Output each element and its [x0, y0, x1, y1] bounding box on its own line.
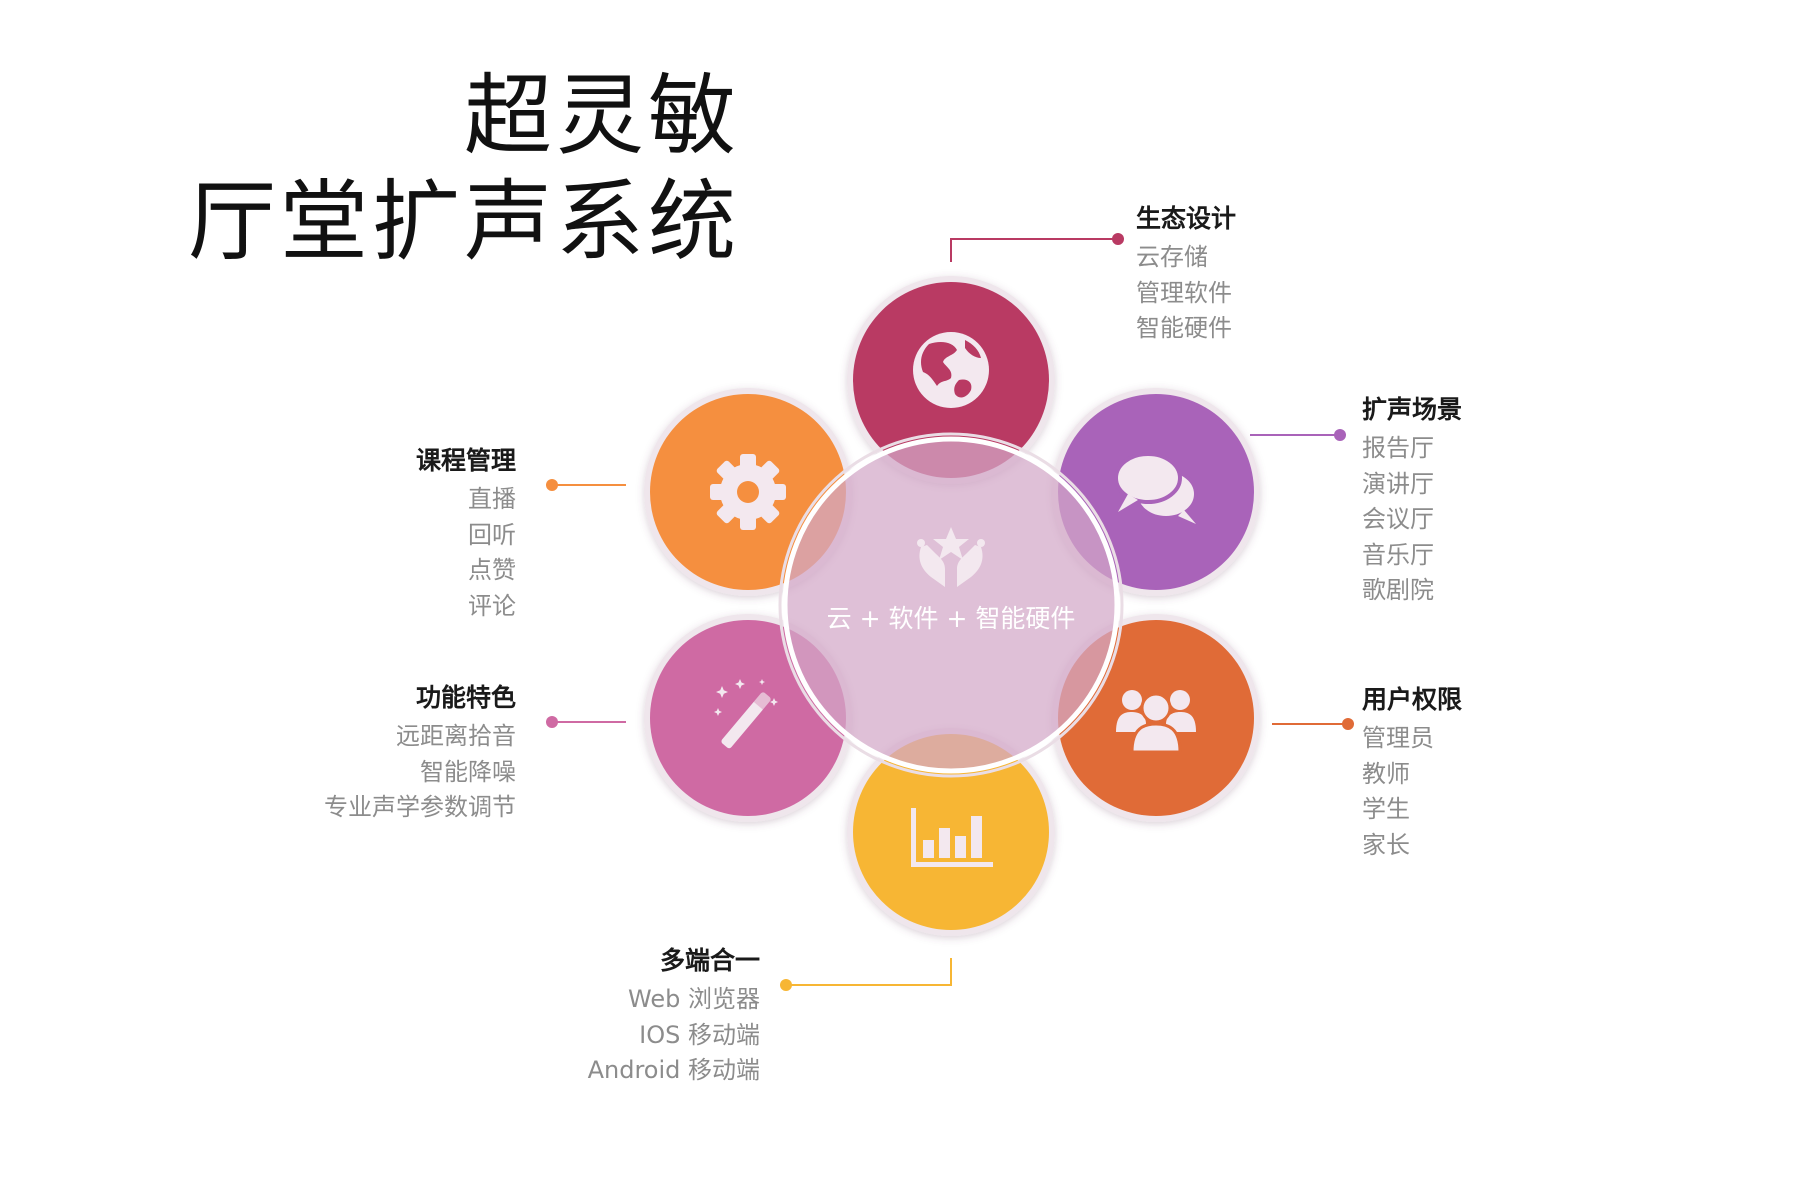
callout-item: 点赞 [468, 556, 516, 584]
callout-ecosystem-design: 生态设计 云存储 管理软件 智能硬件 [1136, 203, 1236, 347]
connector-dot [780, 979, 792, 991]
callout-features: 功能特色 远距离拾音 智能降噪 专业声学参数调节 [324, 682, 516, 826]
callout-item: 远距离拾音 [396, 722, 516, 750]
globe-icon [913, 332, 989, 408]
callout-heading: 用户权限 [1362, 685, 1463, 714]
callout-heading: 生态设计 [1136, 204, 1237, 233]
callout-item: 智能硬件 [1136, 314, 1232, 342]
callout-item: 学生 [1362, 795, 1410, 823]
connector-dot [546, 716, 558, 728]
connector-line [786, 958, 952, 986]
chat-bubbles-icon [1114, 452, 1198, 524]
callout-item: 歌剧院 [1362, 576, 1434, 604]
title-line-1: 超灵敏 [463, 64, 740, 167]
callout-item: 智能降噪 [420, 757, 516, 786]
magic-wand-icon [714, 679, 778, 749]
callout-item: 教师 [1362, 759, 1410, 788]
callout-item: 云存储 [1136, 243, 1208, 271]
callout-course-management: 课程管理 直播 回听 点赞 评论 [416, 445, 516, 624]
petal-circle [853, 734, 1049, 930]
callout-item: 管理员 [1362, 724, 1434, 752]
connector-dot [1112, 233, 1124, 245]
gear-icon [710, 454, 786, 530]
connector-line [950, 238, 1118, 262]
connector-dot [1342, 718, 1354, 730]
center-circle [782, 436, 1120, 774]
users-icon [1116, 690, 1196, 754]
hands-star-icon [917, 527, 985, 587]
center-label: 云 + 软件 + 智能硬件 [827, 604, 1076, 633]
callout-item: 专业声学参数调节 [324, 793, 516, 821]
connector-dot [1334, 429, 1346, 441]
callout-item: 会议厅 [1362, 505, 1434, 533]
callout-multi-platform: 多端合一 Web 浏览器 IOS 移动端 Android 移动端 [588, 945, 760, 1089]
callout-item: 回听 [468, 520, 516, 549]
callout-item: Android 移动端 [587, 1056, 760, 1084]
connector-dot [546, 479, 558, 491]
callout-item: IOS 移动端 [639, 1020, 760, 1049]
center-ring [778, 432, 1124, 778]
callout-item: 家长 [1362, 830, 1410, 859]
callout-item: 直播 [468, 485, 516, 513]
callout-user-permissions: 用户权限 管理员 教师 学生 家长 [1362, 684, 1462, 863]
callout-item: 评论 [468, 591, 516, 620]
callout-sound-scenarios: 扩声场景 报告厅 演讲厅 会议厅 音乐厅 歌剧院 [1362, 394, 1462, 609]
callout-item: 音乐厅 [1362, 540, 1434, 569]
callout-item: 报告厅 [1362, 434, 1434, 462]
callout-heading: 多端合一 [659, 946, 760, 975]
callout-item: Web 浏览器 [628, 985, 760, 1013]
callout-heading: 课程管理 [415, 446, 516, 475]
title-line-2: 厅堂扩声系统 [187, 170, 740, 273]
callout-heading: 功能特色 [415, 683, 516, 712]
callout-item: 管理软件 [1136, 278, 1232, 307]
callout-item: 演讲厅 [1362, 469, 1434, 498]
callout-heading: 扩声场景 [1362, 395, 1463, 424]
bar-chart-icon [911, 808, 993, 867]
